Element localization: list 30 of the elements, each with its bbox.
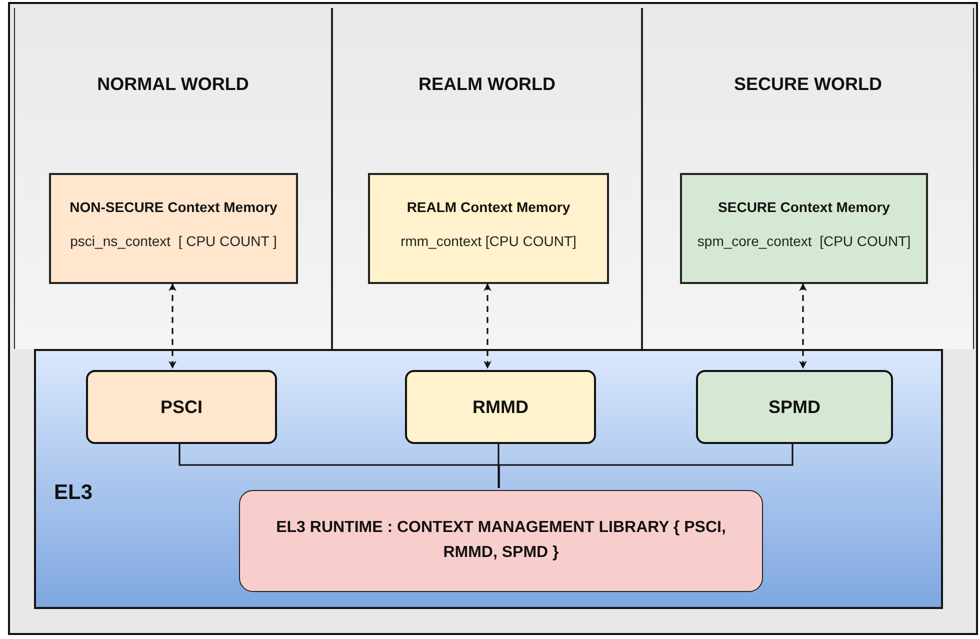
arrow (799, 283, 807, 369)
world-title: NORMAL WORLD (97, 74, 249, 95)
memory-title: NON-SECURE Context Memory (70, 199, 278, 215)
library-label: EL3 RUNTIME : CONTEXT MANAGEMENT LIBRARY { PSCI, RMMD, SPMD } (275, 518, 727, 563)
connector-line (498, 442, 500, 488)
memory-array: spm_core_context [CPU COUNT] (697, 233, 911, 249)
runtime-library-box (239, 490, 763, 592)
context-memory-box (680, 173, 928, 284)
dispatcher-label: SPMD (768, 396, 820, 418)
arrow (484, 283, 492, 369)
region-label: EL3 (54, 481, 93, 505)
dispatcher-box (86, 370, 277, 444)
context-memory-box (49, 173, 298, 284)
dispatcher-label: RMMD (472, 396, 528, 418)
memory-title: REALM Context Memory (406, 199, 570, 215)
dispatcher-box (696, 370, 893, 444)
world-panel (332, 8, 642, 349)
memory-array: rmm_context [CPU COUNT] (400, 233, 576, 249)
dispatcher-box (405, 370, 596, 444)
world-panel (642, 8, 974, 349)
world-title: SECURE WORLD (734, 74, 882, 95)
world-title: REALM WORLD (418, 74, 556, 95)
connector-line (498, 442, 794, 488)
el3-region (34, 349, 943, 609)
memory-title: SECURE Context Memory (718, 199, 890, 215)
world-panel (14, 8, 332, 349)
arrow (168, 283, 176, 369)
memory-array: psci_ns_context [ CPU COUNT ] (70, 233, 277, 249)
context-memory-box (368, 173, 609, 284)
dispatcher-label: PSCI (160, 396, 202, 418)
